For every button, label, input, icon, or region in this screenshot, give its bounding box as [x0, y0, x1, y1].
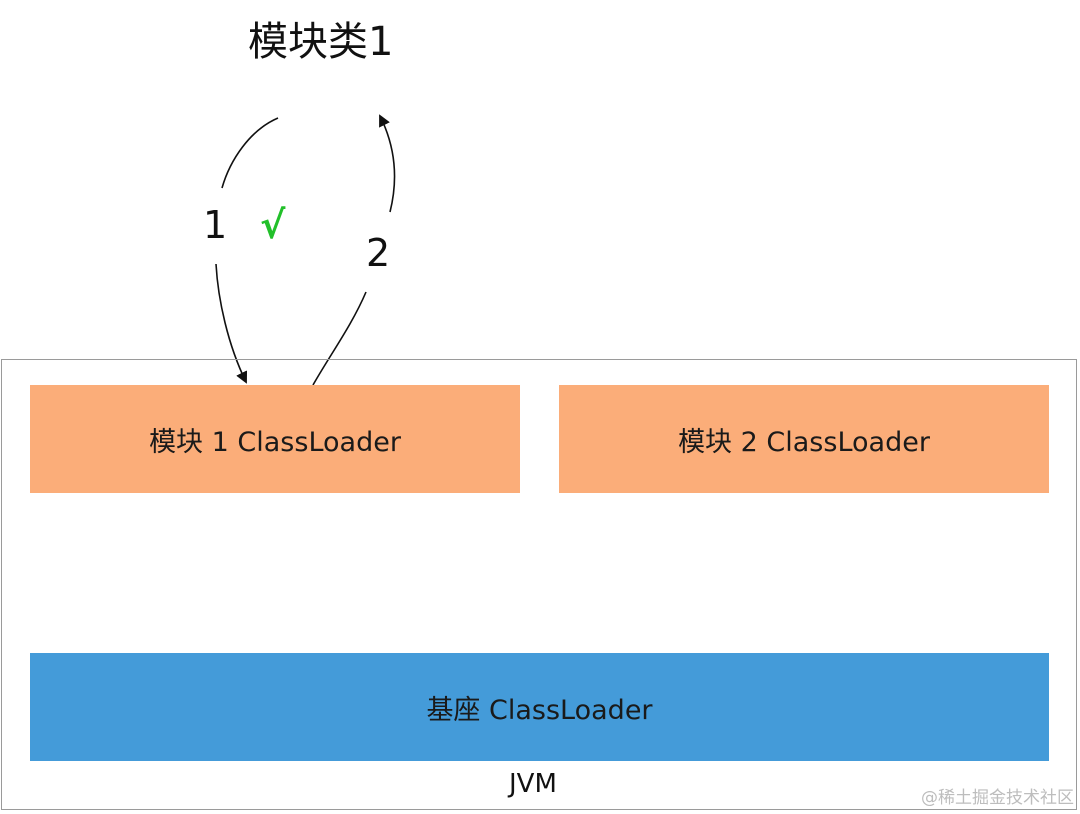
module-2-classloader-label: 模块 2 ClassLoader [678, 426, 930, 458]
module-2-classloader-box: 模块 2 ClassLoader [559, 385, 1049, 493]
arrow-1-label: 1 [203, 203, 228, 247]
base-classloader-box: 基座 ClassLoader [30, 653, 1049, 761]
module-1-classloader-box: 模块 1 ClassLoader [30, 385, 520, 493]
arrow-2-upper [379, 114, 396, 213]
jvm-container [1, 359, 1077, 810]
arrow-1-upper [221, 117, 279, 189]
arrow-2-label: 2 [366, 231, 391, 275]
check-mark-icon: √ [260, 203, 286, 247]
module-class-title: 模块类1 [248, 19, 394, 65]
module-1-classloader-label: 模块 1 ClassLoader [149, 426, 401, 458]
watermark: @稀土掘金技术社区 [921, 788, 1074, 808]
jvm-label: JVM [509, 769, 557, 799]
base-classloader-label: 基座 ClassLoader [426, 694, 653, 726]
